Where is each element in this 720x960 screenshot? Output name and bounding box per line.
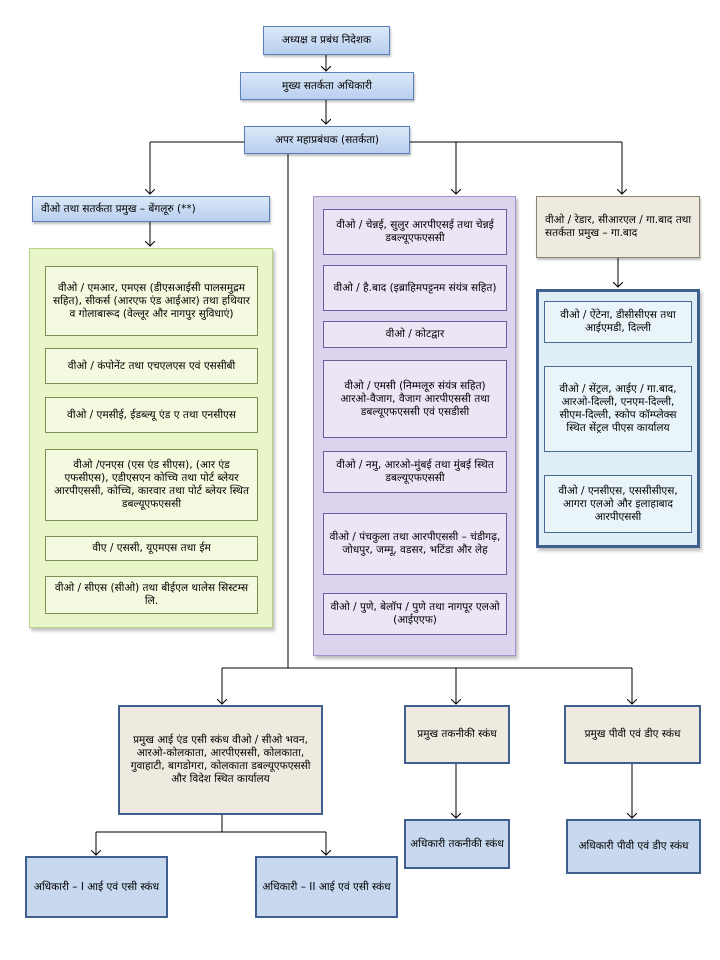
middle-unit-2-label: वीओ / है.बाद (इब्राहिमपट्टनम संयंत्र सहि… bbox=[333, 281, 497, 294]
bengaluru-unit-5-label: वीए / एससी, यूएमएस तथा ईम bbox=[92, 542, 211, 554]
middle-unit-3-label: वीओ / कोटद्वार bbox=[385, 328, 445, 340]
officer1-box: अधिकारी – I आई एवं एसी स्कंध bbox=[25, 856, 168, 918]
ghaziabad-unit-1: वीओ / ऐंटेना, डीसीसीएस तथा आईएमडी, दिल्ल… bbox=[544, 301, 692, 343]
chairman-label: अध्यक्ष व प्रबंध निदेशक bbox=[281, 34, 372, 46]
bengaluru-unit-3-label: वीओ / एमसीई, ईडब्ल्यू एंड ए तथा एनसीएस bbox=[67, 408, 236, 421]
ghaziabad-head-label: वीओ / रेडार, सीआरएल / गा.बाद तथा सतर्कता… bbox=[545, 214, 692, 239]
officer1-label: अधिकारी – I आई एवं एसी स्कंध bbox=[33, 880, 160, 893]
agm-box: अपर महाप्रबंधक (सतर्कता) bbox=[244, 126, 410, 154]
bengaluru-unit-3: वीओ / एमसीई, ईडब्ल्यू एंड ए तथा एनसीएस bbox=[45, 397, 258, 433]
bengaluru-panel: वीओ / एमआर, एमएस (डीएसआईसी पालसमुद्रम सह… bbox=[29, 248, 273, 628]
bengaluru-unit-1-label: वीओ / एमआर, एमएस (डीएसआईसी पालसमुद्रम सह… bbox=[53, 281, 250, 320]
ghaziabad-head-box: वीओ / रेडार, सीआरएल / गा.बाद तथा सतर्कता… bbox=[536, 196, 700, 258]
middle-panel: वीओ / चेन्नई, सुलुर आरपीएसई तथा चेन्नई ड… bbox=[313, 196, 516, 656]
bengaluru-unit-6-label: वीओ / सीएस (सीओ) तथा बीईएल थालेस सिस्टम्… bbox=[54, 582, 249, 607]
bengaluru-head-box: वीओ तथा सतर्कता प्रमुख – बेंगलूरु (**) bbox=[32, 196, 270, 222]
bengaluru-unit-5: वीए / एससी, यूएमएस तथा ईम bbox=[45, 536, 258, 561]
bengaluru-unit-2: वीओ / कंपोनेंट तथा एचएलएस एवं एससीबी bbox=[45, 348, 258, 384]
middle-unit-6: वीओ / पंचकुला तथा आरपीएससी – चंडीगढ़, जो… bbox=[323, 513, 507, 575]
bengaluru-head-label: वीओ तथा सतर्कता प्रमुख – बेंगलूरु (**) bbox=[41, 202, 196, 215]
ics-head-label: प्रमुख आई एंड एसी स्कंध वीओ / सीओ भवन, आ… bbox=[130, 734, 311, 785]
middle-unit-3: वीओ / कोटद्वार bbox=[323, 321, 507, 348]
tech-officer-box: अधिकारी तकनीकी स्कंध bbox=[404, 819, 510, 869]
cvo-label: मुख्य सतर्कता अधिकारी bbox=[281, 79, 373, 92]
ghaziabad-unit-1-label: वीओ / ऐंटेना, डीसीसीएस तथा आईएमडी, दिल्ल… bbox=[560, 309, 676, 334]
middle-unit-5-label: वीओ / नमु, आरओ-मुंबई तथा मुंबई स्थित डबल… bbox=[336, 459, 494, 484]
tech-head-label: प्रमुख तकनीकी स्कंध bbox=[417, 728, 497, 740]
bengaluru-unit-4: वीओ /एनएस (एस एंड सीएस), (आर एंड एफसीएस)… bbox=[45, 449, 258, 521]
pvd-officer-box: अधिकारी पीवी एवं डीए स्कंध bbox=[566, 819, 701, 874]
middle-unit-1-label: वीओ / चेन्नई, सुलुर आरपीएसई तथा चेन्नई ड… bbox=[336, 219, 494, 244]
middle-unit-6-label: वीओ / पंचकुला तथा आरपीएससी – चंडीगढ़, जो… bbox=[329, 531, 501, 556]
tech-officer-label: अधिकारी तकनीकी स्कंध bbox=[410, 837, 504, 850]
chairman-box: अध्यक्ष व प्रबंध निदेशक bbox=[263, 26, 390, 55]
middle-unit-1: वीओ / चेन्नई, सुलुर आरपीएसई तथा चेन्नई ड… bbox=[323, 209, 507, 255]
ghaziabad-unit-2-label: वीओ / सेंट्रल, आईए / गा.बाद, आरओ-दिल्ली,… bbox=[559, 383, 677, 434]
officer2-label: अधिकारी – II आई एवं एसी स्कंध bbox=[262, 880, 391, 893]
pvd-head-box: प्रमुख पीवी एवं डीए स्कंध bbox=[564, 705, 701, 764]
officer2-box: अधिकारी – II आई एवं एसी स्कंध bbox=[255, 856, 398, 918]
ghaziabad-unit-2: वीओ / सेंट्रल, आईए / गा.बाद, आरओ-दिल्ली,… bbox=[544, 366, 692, 452]
middle-unit-4-label: वीओ / एमसी (निम्मलूरु संयंत्र सहित) आरओ-… bbox=[340, 379, 490, 418]
cvo-box: मुख्य सतर्कता अधिकारी bbox=[240, 72, 414, 100]
agm-label: अपर महाप्रबंधक (सतर्कता) bbox=[274, 133, 380, 146]
bengaluru-unit-1: वीओ / एमआर, एमएस (डीएसआईसी पालसमुद्रम सह… bbox=[45, 266, 258, 336]
ics-head-box: प्रमुख आई एंड एसी स्कंध वीओ / सीओ भवन, आ… bbox=[118, 705, 323, 815]
pvd-officer-label: अधिकारी पीवी एवं डीए स्कंध bbox=[578, 840, 689, 852]
middle-unit-7-label: वीओ / पुणे, बेलॉप / पुणे तथा नागपूर एलओ … bbox=[330, 601, 500, 626]
pvd-head-label: प्रमुख पीवी एवं डीए स्कंध bbox=[584, 728, 681, 740]
middle-unit-7: वीओ / पुणे, बेलॉप / पुणे तथा नागपूर एलओ … bbox=[323, 593, 507, 635]
tech-head-box: प्रमुख तकनीकी स्कंध bbox=[404, 705, 510, 764]
middle-unit-4: वीओ / एमसी (निम्मलूरु संयंत्र सहित) आरओ-… bbox=[323, 360, 507, 438]
bengaluru-unit-2-label: वीओ / कंपोनेंट तथा एचएलएस एवं एससीबी bbox=[67, 359, 236, 372]
ghaziabad-unit-3: वीओ / एनसीएस, एससीसीएस, आगरा एलओ और इलाह… bbox=[544, 475, 692, 533]
middle-unit-2: वीओ / है.बाद (इब्राहिमपट्टनम संयंत्र सहि… bbox=[323, 265, 507, 311]
middle-unit-5: वीओ / नमु, आरओ-मुंबई तथा मुंबई स्थित डबल… bbox=[323, 451, 507, 493]
ghaziabad-panel: वीओ / ऐंटेना, डीसीसीएस तथा आईएमडी, दिल्ल… bbox=[536, 289, 700, 548]
ghaziabad-unit-3-label: वीओ / एनसीएस, एससीसीएस, आगरा एलओ और इलाह… bbox=[558, 484, 678, 523]
bengaluru-unit-4-label: वीओ /एनएस (एस एंड सीएस), (आर एंड एफसीएस)… bbox=[53, 459, 249, 510]
bengaluru-unit-6: वीओ / सीएस (सीओ) तथा बीईएल थालेस सिस्टम्… bbox=[45, 576, 258, 614]
